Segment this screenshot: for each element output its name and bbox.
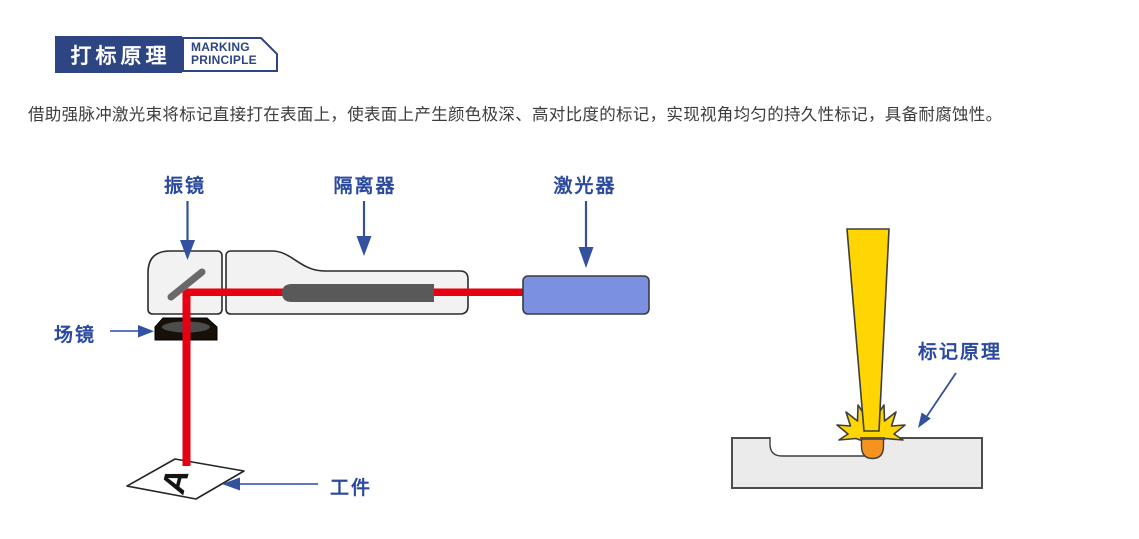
subtitle-line1: MARKING <box>191 40 250 54</box>
label-laser: 激光器 <box>553 176 617 197</box>
marking-leader-line <box>926 372 957 417</box>
galvo-arrow-head <box>180 240 195 260</box>
isolator-arrow-head <box>356 236 372 256</box>
label-marking-principle: 标记原理 <box>918 342 1003 363</box>
label-field-lens: 场镜 <box>54 325 97 346</box>
workpiece-plate <box>126 458 245 500</box>
section-title: 打标原理 <box>70 44 171 68</box>
section-subtitle: MARKING PRINCIPLE <box>191 41 257 67</box>
laser-beam-vertical <box>182 290 191 466</box>
marking-arrow-head <box>918 412 931 428</box>
isolator-rod <box>282 284 434 302</box>
laser-source-box <box>522 275 650 315</box>
subtitle-tag-shape <box>182 37 278 72</box>
galvo-mirror <box>167 268 206 301</box>
label-workpiece: 工件 <box>330 478 373 499</box>
label-isolator: 隔离器 <box>333 176 397 197</box>
label-galvo: 振镜 <box>163 176 207 197</box>
isolator-body <box>225 250 469 315</box>
laser-arrow-head <box>578 247 594 268</box>
section-title-badge: 打标原理 <box>55 36 182 73</box>
field-lens-arrow-head <box>138 325 154 338</box>
workpiece-arrow-head <box>222 477 240 491</box>
engraved-groove <box>770 436 877 456</box>
subtitle-line2: PRINCIPLE <box>191 53 257 67</box>
section-subtitle-tag: MARKING PRINCIPLE <box>182 37 278 72</box>
engraved-groove-outline <box>769 437 877 457</box>
laser-beam-cone <box>846 228 890 432</box>
molten-spot <box>860 438 885 460</box>
principle-description: 借助强脉冲激光束将标记直接打在表面上，使表面上产生颜色极深、高对比度的标记，实现… <box>28 106 1003 124</box>
